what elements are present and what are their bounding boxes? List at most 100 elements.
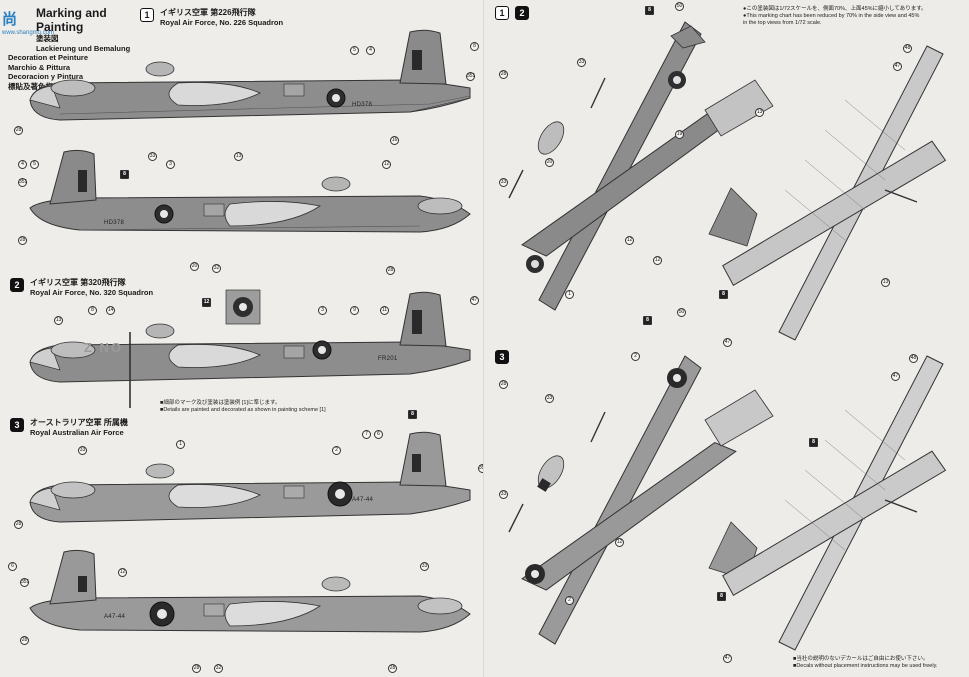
- callout-351-d: 351: [20, 578, 30, 587]
- callout-28-g: 28: [388, 664, 397, 673]
- r-callout-8-b: 8: [719, 290, 728, 299]
- watermark-text: 尚: [2, 11, 17, 28]
- decals-note-jp: ■当社の説明のないデカールはご自由にお使い下さい。: [793, 656, 929, 662]
- scheme-2-roundel-detail: [225, 289, 261, 325]
- callout-33-c: 33: [420, 562, 429, 571]
- callout-4: 4: [366, 46, 375, 55]
- r-callout-2-b: 2: [565, 596, 574, 605]
- scheme-3-side-view-right: [29, 549, 471, 633]
- title-de: Lackierung und Bemalung: [36, 43, 131, 53]
- title-block: Marking and Painting 塗装図 Lackierung und …: [8, 6, 138, 91]
- top-views-3-header: 3: [495, 350, 509, 364]
- scheme-1-en: Royal Air Force, No. 226 Squadron: [160, 18, 284, 27]
- callout-351: 351: [466, 72, 476, 81]
- scheme-1-side-view-right: [29, 149, 471, 233]
- r-callout-12-c: 12: [615, 538, 624, 547]
- callout-5: 5: [350, 46, 359, 55]
- callout-28-d: 28: [14, 520, 23, 529]
- top-badge-1: 1: [495, 6, 509, 20]
- callout-16: 16: [390, 136, 399, 145]
- title-jp: 塗装図: [36, 34, 59, 43]
- scheme-1-serial-right: HD378: [104, 220, 125, 226]
- r-callout-47-b: 47: [723, 338, 732, 347]
- callout-8-c: 8: [88, 306, 97, 315]
- scheme-2-jp: イギリス空軍 第320飛行隊: [30, 278, 126, 287]
- callout-3-b: 3: [318, 306, 327, 315]
- scheme-3-serial-right: A47-44: [104, 614, 126, 620]
- scheme-1-serial-left: HD378: [352, 102, 373, 108]
- page-title: Marking and Painting: [36, 6, 107, 34]
- r-callout-28: 28: [499, 70, 508, 79]
- r-callout-33-b: 33: [499, 178, 508, 187]
- callout-4-b: 4: [18, 160, 27, 169]
- callout-3: 3: [166, 160, 175, 169]
- callout-12-c: 12: [118, 568, 127, 577]
- callout-14: 14: [106, 306, 115, 315]
- decals-note-en: ■Decals without placement instructions m…: [793, 663, 938, 669]
- details-note-jp: ■細部のマーク及び塗装は塗装例 [1]に準じます。: [160, 400, 281, 406]
- callout-20: 20: [190, 262, 199, 271]
- title-es: Decoracion y Pintura: [8, 72, 84, 81]
- title-cn: 標貼及著色指示: [8, 81, 61, 91]
- callout-32: 32: [212, 264, 221, 273]
- r-callout-48: 48: [903, 44, 912, 53]
- r-callout-13: 13: [755, 108, 764, 117]
- r-callout-33-c: 33: [545, 394, 554, 403]
- scheme-2-header: 2 イギリス空軍 第320飛行隊 Royal Air Force, No. 32…: [10, 278, 153, 298]
- r-callout-19: 19: [675, 130, 684, 139]
- watermark-logo: 尚 www.shangmo.com: [2, 8, 54, 36]
- scale-note-en-1: ●This marking chart has been reduced by …: [743, 13, 920, 19]
- watermark-url: www.shangmo.com: [2, 30, 55, 36]
- right-page: 1 2 ●この塗装図は1/72スケールを、側面70%、上面45%に縮小してありま…: [485, 0, 969, 677]
- callout-28: 28: [14, 126, 23, 135]
- callout-28-f: 28: [192, 664, 201, 673]
- scheme-3-badge: 3: [10, 418, 24, 432]
- callout-13: 13: [234, 152, 243, 161]
- details-note-en: ■Details are painted and decorated as sh…: [160, 407, 326, 413]
- scheme-3-side-view-left: [29, 431, 471, 523]
- title-fr: Decoration et Peinture: [8, 53, 89, 62]
- callout-12: 12: [382, 160, 391, 169]
- callout-351-b: 351: [18, 178, 28, 187]
- callout-5-b: 5: [30, 160, 39, 169]
- top-badge-3: 3: [495, 350, 509, 364]
- title-it: Marchio & Pittura: [8, 62, 71, 72]
- page-gutter: [483, 0, 486, 677]
- callout-6-b: 6: [8, 562, 17, 571]
- callout-28-b: 28: [18, 236, 27, 245]
- callout-8-b: 8: [470, 42, 479, 51]
- scheme-3-jp: オーストラリア空軍 所属機: [30, 418, 128, 427]
- callout-33-b: 33: [78, 446, 87, 455]
- r-callout-8-d: 8: [809, 438, 818, 447]
- r-callout-1: 1: [565, 290, 574, 299]
- scheme-1-jp: イギリス空軍 第226飛行隊: [160, 8, 256, 17]
- callout-12-b: 12: [202, 298, 211, 307]
- scheme-3-en: Royal Australian Air Force: [30, 428, 124, 437]
- callout-1: 1: [176, 440, 185, 449]
- left-page: 尚 www.shangmo.com Marking and Painting 塗…: [0, 0, 487, 677]
- scheme-1-badge: 1: [140, 8, 154, 22]
- callout-9: 9: [350, 306, 359, 315]
- callout-47: 47: [470, 296, 479, 305]
- r-callout-47: 47: [893, 62, 902, 71]
- callout-28-e: 28: [20, 636, 29, 645]
- callout-8: 8: [120, 170, 129, 179]
- callout-7: 7: [362, 430, 371, 439]
- scheme-2-codes: Z NO: [84, 340, 124, 355]
- callout-6: 6: [374, 430, 383, 439]
- scheme-3-serial-left: A47-44: [352, 497, 374, 503]
- r-callout-50: 50: [675, 2, 684, 11]
- scheme-2-badge: 2: [10, 278, 24, 292]
- top-view-lower-3: [704, 355, 947, 651]
- callout-28-c: 28: [386, 266, 395, 275]
- top-view-upper-1: [508, 21, 758, 311]
- scheme-2-en: Royal Air Force, No. 320 Squadron: [30, 288, 154, 297]
- r-callout-28-b: 28: [499, 380, 508, 389]
- r-callout-12-b: 12: [653, 256, 662, 265]
- r-callout-33-d: 33: [499, 490, 508, 499]
- r-callout-47-c: 47: [891, 372, 900, 381]
- callout-13-b: 13: [54, 316, 63, 325]
- callout-2: 2: [332, 446, 341, 455]
- r-callout-20: 20: [545, 158, 554, 167]
- r-callout-12: 12: [625, 236, 634, 245]
